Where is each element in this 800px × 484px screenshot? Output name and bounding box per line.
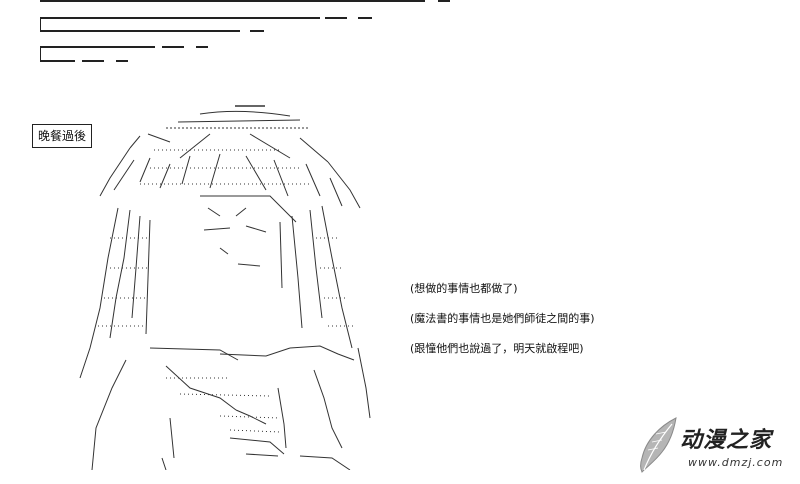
rule-line-3b [250, 30, 264, 32]
rule-line-5c [116, 60, 128, 62]
rule-line-2 [40, 17, 320, 19]
rule-line-4b [162, 46, 184, 48]
rule-line-2c [358, 17, 372, 19]
rule-line-1b [438, 0, 450, 2]
rule-line-3 [40, 30, 240, 32]
rule-post-2 [40, 17, 41, 31]
rule-line-2b [325, 17, 347, 19]
feather-icon [640, 417, 677, 473]
ascii-art-illustration [79, 105, 371, 470]
logo-url: www.dmzj.com [688, 456, 784, 469]
caption-text: 晚餐過後 [38, 129, 87, 143]
dialogue-line-1: (想做的事情也都做了) [410, 282, 518, 295]
logo-title: 动漫之家 [680, 428, 773, 453]
rule-line-1 [40, 0, 425, 2]
rule-line-5b [82, 60, 104, 62]
caption-box: 晚餐過後 [32, 124, 93, 148]
rule-line-5 [40, 60, 75, 62]
dialogue-line-3: (跟憧他們也說過了，明天就啟程吧) [410, 342, 584, 355]
rule-line-4c [196, 46, 208, 48]
dialogue-line-2: (魔法書的事情也是她們師徒之間的事) [410, 312, 595, 325]
site-logo: 动漫之家 www.dmzj.com [636, 416, 788, 476]
rule-post-4 [40, 46, 41, 62]
rule-line-4 [40, 46, 155, 48]
